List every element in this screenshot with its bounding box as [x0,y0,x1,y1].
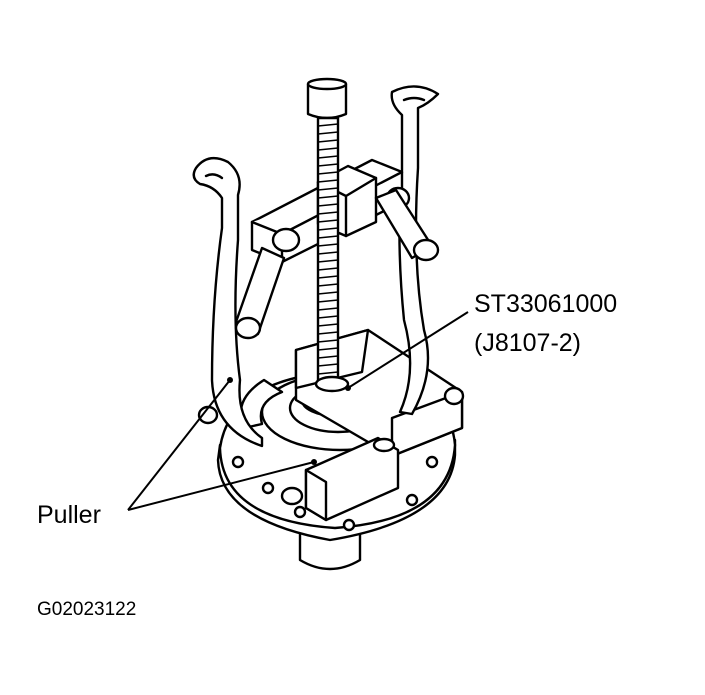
leader-lines [127,311,469,511]
figure-id-label: G02023122 [37,599,137,620]
puller-label: Puller [37,501,101,529]
center-bolt [306,77,350,393]
leader-dot-separator [345,385,351,391]
leader-puller-arm [127,379,231,511]
leader-separator [347,311,469,389]
puller-links [234,188,440,340]
part-number-label: ST33061000 [474,290,618,318]
alt-part-number-label: (J8107-2) [474,329,581,357]
leader-puller-block [127,461,315,511]
leader-dot-arm [227,377,233,383]
leader-dot-block [311,459,317,465]
